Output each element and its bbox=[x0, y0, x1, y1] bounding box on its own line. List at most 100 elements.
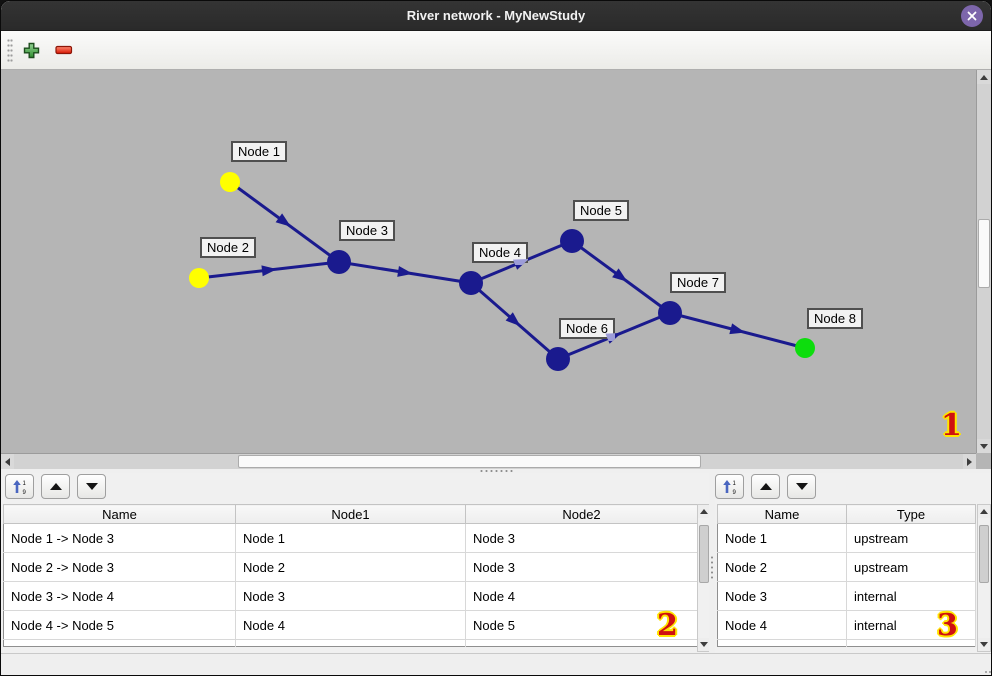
column-header[interactable]: Name bbox=[717, 504, 847, 524]
status-bar bbox=[1, 653, 991, 675]
column-header[interactable]: Node2 bbox=[465, 504, 698, 524]
scroll-down-button[interactable] bbox=[977, 439, 991, 453]
node-label[interactable]: Node 7 bbox=[670, 272, 726, 293]
column-header[interactable]: Node1 bbox=[235, 504, 466, 524]
node-label[interactable]: Node 5 bbox=[573, 200, 629, 221]
scroll-right-button[interactable] bbox=[963, 454, 976, 469]
table-cell[interactable]: Node 1 bbox=[235, 523, 466, 553]
node-label[interactable]: Node 8 bbox=[807, 308, 863, 329]
down-triangle-icon bbox=[85, 483, 98, 490]
table-cell[interactable]: Node 1 -> Node 3 bbox=[3, 523, 236, 553]
window-title: River network - MyNewStudy bbox=[406, 8, 586, 23]
network-graph bbox=[189, 172, 815, 371]
scroll-up-button[interactable] bbox=[978, 505, 990, 518]
down-arrow-icon bbox=[980, 443, 988, 449]
table-cell[interactable]: upstream bbox=[846, 523, 976, 553]
network-node[interactable] bbox=[327, 250, 351, 274]
node-label[interactable]: Node 6 bbox=[559, 318, 615, 339]
empty-row bbox=[717, 639, 976, 647]
title-bar[interactable]: River network - MyNewStudy bbox=[1, 1, 991, 31]
scroll-down-button[interactable] bbox=[698, 638, 710, 651]
table-cell[interactable]: Node 3 bbox=[465, 552, 698, 582]
move-up-button[interactable] bbox=[41, 474, 70, 499]
table-cell[interactable]: upstream bbox=[846, 552, 976, 582]
sort-ascending-icon: 1 9 bbox=[722, 479, 736, 495]
table-cell[interactable]: Node 4 bbox=[717, 610, 847, 640]
table-cell[interactable]: Node 4 -> Node 5 bbox=[3, 610, 236, 640]
svg-text:1: 1 bbox=[22, 481, 26, 487]
move-up-button[interactable] bbox=[751, 474, 780, 499]
node-label[interactable]: Node 2 bbox=[200, 237, 256, 258]
table-cell[interactable]: Node 3 bbox=[465, 523, 698, 553]
sort-button[interactable]: 1 9 bbox=[715, 474, 744, 499]
table-cell[interactable]: Node 4 bbox=[465, 581, 698, 611]
move-down-button[interactable] bbox=[77, 474, 106, 499]
sort-ascending-icon: 1 9 bbox=[12, 479, 26, 495]
nodes-table-scrollbar[interactable] bbox=[977, 504, 991, 652]
network-node[interactable] bbox=[546, 347, 570, 371]
horizontal-scroll-thumb[interactable] bbox=[238, 455, 701, 468]
vertical-scroll-thumb[interactable] bbox=[978, 219, 990, 288]
table-cell[interactable]: Node 3 bbox=[235, 581, 466, 611]
table-cell[interactable]: Node 2 -> Node 3 bbox=[3, 552, 236, 582]
remove-button[interactable] bbox=[51, 37, 77, 63]
vertical-splitter[interactable] bbox=[709, 473, 715, 653]
table-cell[interactable]: internal bbox=[846, 581, 976, 611]
table-cell[interactable]: Node 2 bbox=[717, 552, 847, 582]
node-label[interactable]: Node 3 bbox=[339, 220, 395, 241]
scroll-thumb[interactable] bbox=[699, 525, 709, 583]
network-node[interactable] bbox=[189, 268, 209, 288]
network-node[interactable] bbox=[560, 229, 584, 253]
svg-text:1: 1 bbox=[732, 481, 736, 487]
toolbar-drag-handle[interactable] bbox=[7, 38, 13, 63]
flow-direction-arrow-icon bbox=[612, 268, 628, 282]
table-cell[interactable]: Node 3 -> Node 4 bbox=[3, 581, 236, 611]
left-arrow-icon bbox=[5, 457, 10, 466]
flow-direction-arrow-icon bbox=[729, 323, 746, 335]
reaches-toolbar: 1 9 bbox=[5, 474, 106, 502]
table-cell[interactable]: Node 2 bbox=[235, 552, 466, 582]
network-view[interactable]: Node 1 Node 2 Node 3 Node 4 Node 5 Node 6 Node… bbox=[1, 70, 976, 453]
node-label[interactable]: Node 4 bbox=[472, 242, 528, 263]
scroll-left-button[interactable] bbox=[1, 454, 14, 469]
table-cell[interactable]: Node 3 bbox=[717, 581, 847, 611]
resize-grip-icon[interactable] bbox=[985, 671, 987, 673]
add-button[interactable] bbox=[18, 37, 44, 63]
table-cell[interactable]: internal bbox=[846, 610, 976, 640]
scroll-thumb[interactable] bbox=[979, 525, 989, 583]
network-node[interactable] bbox=[220, 172, 240, 192]
column-header[interactable]: Name bbox=[3, 504, 236, 524]
column-header[interactable]: Type bbox=[846, 504, 976, 524]
horizontal-splitter[interactable] bbox=[1, 469, 991, 473]
node-label[interactable]: Node 1 bbox=[231, 141, 287, 162]
scroll-up-button[interactable] bbox=[977, 70, 991, 84]
sort-button[interactable]: 1 9 bbox=[5, 474, 34, 499]
network-node[interactable] bbox=[658, 301, 682, 325]
move-down-button[interactable] bbox=[787, 474, 816, 499]
scroll-up-button[interactable] bbox=[698, 505, 710, 518]
network-node[interactable] bbox=[459, 271, 483, 295]
table-cell[interactable]: Node 1 bbox=[717, 523, 847, 553]
canvas-vertical-scrollbar[interactable] bbox=[976, 70, 991, 453]
river-network-canvas[interactable]: Node 1 Node 2 Node 3 Node 4 Node 5 Node 6 Node… bbox=[1, 70, 991, 469]
close-button[interactable] bbox=[961, 5, 983, 27]
annotation-marker: 3 bbox=[937, 608, 958, 643]
network-node[interactable] bbox=[795, 338, 815, 358]
scroll-down-button[interactable] bbox=[978, 638, 990, 651]
table-cell[interactable]: Node 4 bbox=[235, 610, 466, 640]
canvas-horizontal-scrollbar[interactable] bbox=[1, 453, 976, 469]
annotation-marker: 2 bbox=[657, 608, 678, 643]
table-cell[interactable]: Node 5 bbox=[465, 610, 698, 640]
